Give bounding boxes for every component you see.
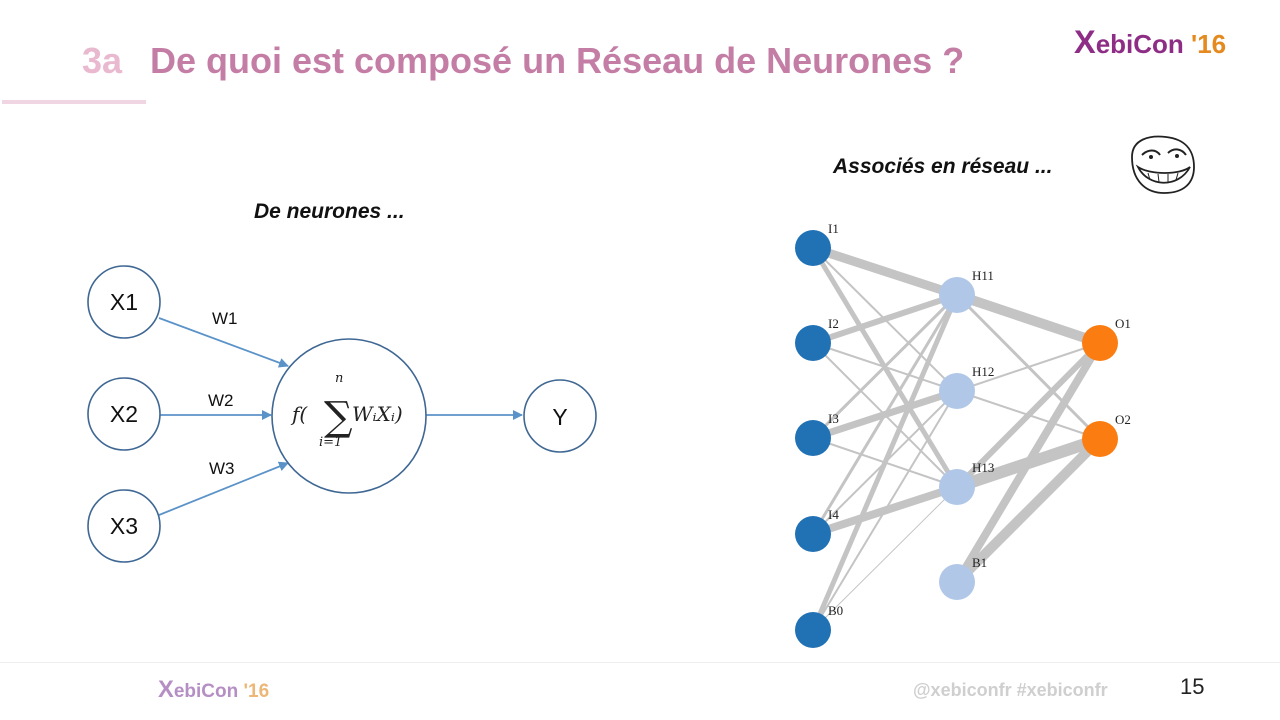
net-label-i3: I3: [828, 411, 839, 426]
input-node-x2: [87, 377, 161, 451]
input-node-x3: [87, 489, 161, 563]
net-label-i4: I4: [828, 507, 839, 522]
svg-text:∑: ∑: [324, 394, 353, 440]
net-label-b1: B1: [972, 555, 987, 570]
troll-face-icon: [1131, 135, 1195, 194]
network-edges: [808, 243, 1106, 633]
neuron-diagram: X1 X2 X3 Y W1 W2 W3 f( ∑ n i=1 WᵢXᵢ): [87, 265, 597, 563]
svg-text:n: n: [335, 371, 343, 386]
net-node-i2: [795, 325, 831, 361]
caption-neurons: De neurones ...: [254, 200, 405, 223]
network-diagram: I1 I2 I3 I4 B0 H11 H12 H13 B1 O1 O2: [795, 221, 1131, 648]
svg-text:f(: f(: [290, 402, 308, 426]
net-node-h12: [939, 373, 975, 409]
net-label-h12: H12: [972, 364, 994, 379]
net-label-h13: H13: [972, 460, 994, 475]
footer-divider: [0, 662, 1280, 663]
input-label-x1: X1: [110, 289, 138, 315]
net-label-h11: H11: [972, 268, 994, 283]
xebicon-logo: XebiCon '16: [1074, 24, 1227, 60]
edge-x1-neuron: [158, 317, 289, 368]
weight-label-w2: W2: [208, 391, 234, 410]
caption-network: Associés en réseau ...: [833, 155, 1053, 178]
net-label-o1: O1: [1115, 316, 1131, 331]
net-node-o1: [1082, 325, 1118, 361]
net-node-i4: [795, 516, 831, 552]
net-label-i2: I2: [828, 316, 839, 331]
input-node-x1: [87, 265, 161, 339]
net-node-b0: [795, 612, 831, 648]
weight-label-w1: W1: [212, 309, 238, 328]
input-label-x2: X2: [110, 401, 138, 427]
net-node-h13: [939, 469, 975, 505]
weight-label-w3: W3: [209, 459, 235, 478]
net-node-h11: [939, 277, 975, 313]
input-label-x3: X3: [110, 513, 138, 539]
xebicon-footer-logo: XebiCon '16: [158, 676, 270, 703]
net-label-i1: I1: [828, 221, 839, 236]
page-number: 15: [1180, 674, 1205, 699]
svg-text:i=1: i=1: [319, 435, 342, 450]
footer-hashtags: @xebiconfr #xebiconfr: [913, 680, 1108, 700]
section-number: 3a: [82, 40, 123, 81]
net-node-b1: [939, 564, 975, 600]
net-node-o2: [1082, 421, 1118, 457]
net-label-o2: O2: [1115, 412, 1131, 427]
net-node-i1: [795, 230, 831, 266]
activation-formula: f( ∑ n i=1 WᵢXᵢ): [290, 371, 403, 450]
svg-text:WᵢXᵢ): WᵢXᵢ): [352, 402, 403, 426]
net-node-i3: [795, 420, 831, 456]
output-label-y: Y: [552, 404, 567, 430]
net-label-b0: B0: [828, 603, 843, 618]
output-node-y: [523, 379, 597, 453]
edge-x3-neuron: [158, 461, 289, 516]
slide-title: De quoi est composé un Réseau de Neurone…: [150, 40, 965, 81]
neuron-body: [271, 338, 427, 494]
title-underline: [2, 100, 146, 104]
